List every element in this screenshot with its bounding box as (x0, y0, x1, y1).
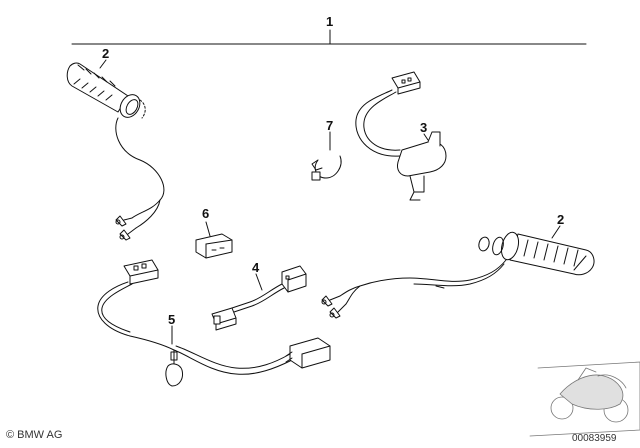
leader-switch (423, 133, 429, 141)
leader-adapter (255, 273, 263, 291)
leader-connector (205, 221, 211, 237)
diagram-number: 00083959 (572, 433, 617, 444)
callout-grip-right: 2 (557, 212, 564, 227)
cable-clamp (311, 155, 342, 181)
leader-grip-right (551, 225, 561, 239)
motorcycle-thumbnail (529, 361, 640, 437)
heated-grip-right (321, 231, 595, 319)
callout-assembly: 1 (326, 14, 333, 29)
heated-grip-left (66, 62, 165, 241)
callout-switch: 3 (420, 120, 427, 135)
plug-connector (195, 233, 233, 259)
copyright-label: © BMW AG (6, 429, 63, 441)
heating-switch (355, 71, 447, 201)
main-wiring-harness (97, 259, 331, 387)
callout-clamp: 7 (326, 118, 333, 133)
callout-connector: 6 (202, 206, 209, 221)
leader-grip-left (99, 59, 107, 69)
adapter-cable (211, 265, 307, 331)
callout-harness: 5 (168, 312, 175, 327)
callout-adapter: 4 (252, 260, 260, 275)
callout-grip-left: 2 (102, 46, 109, 61)
